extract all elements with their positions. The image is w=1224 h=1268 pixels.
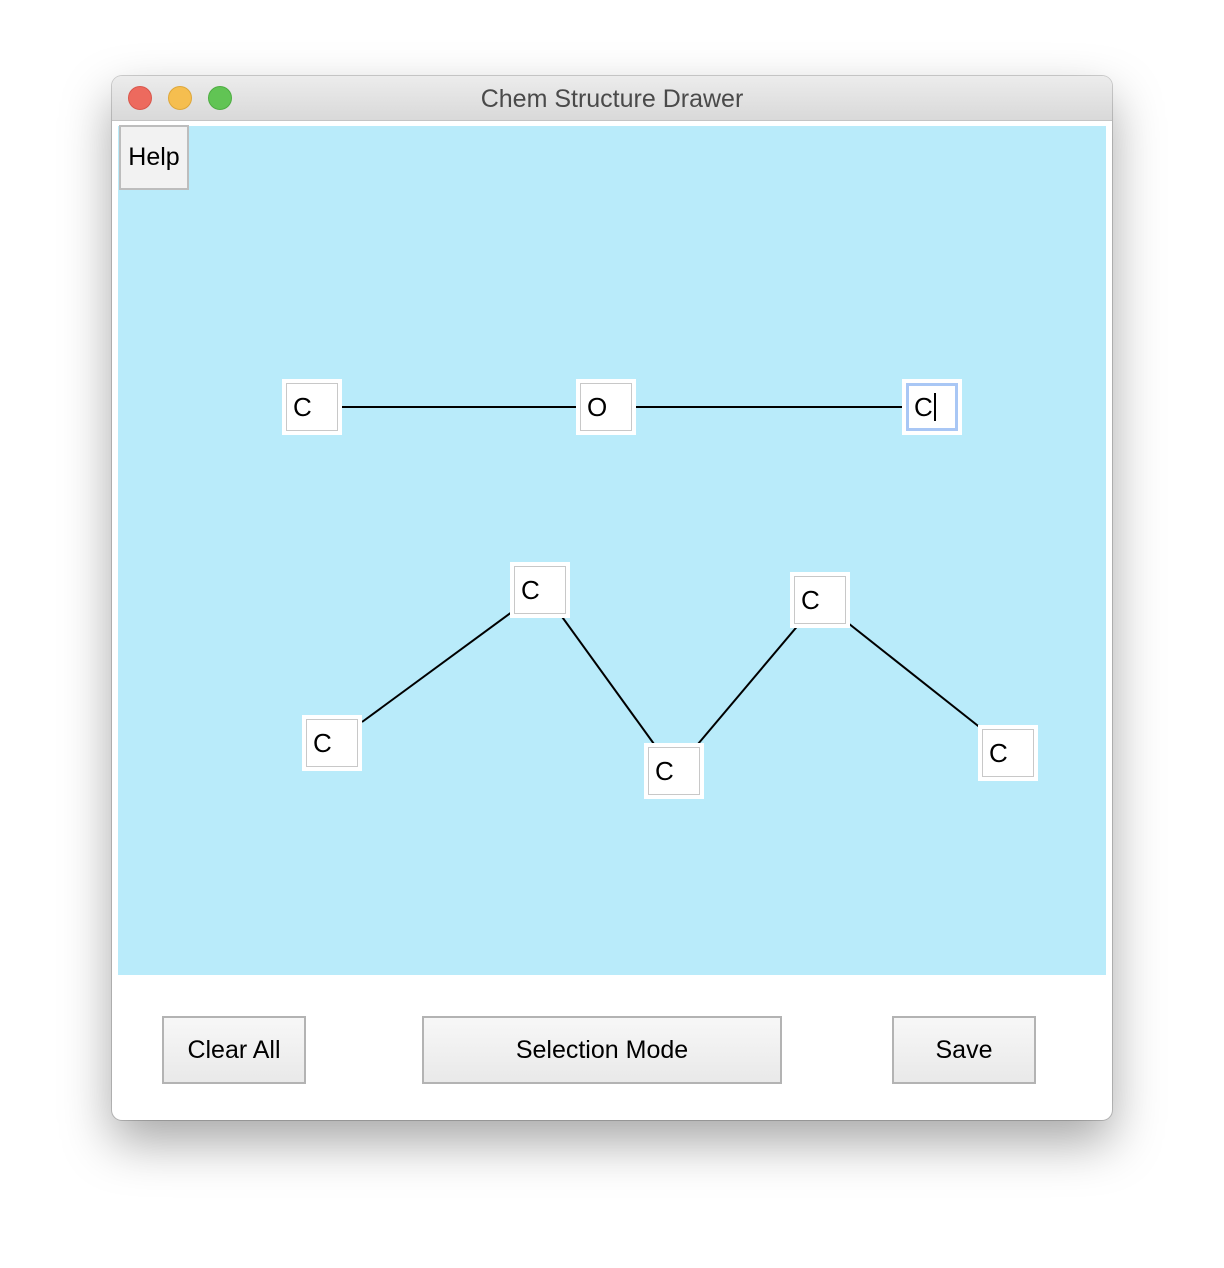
close-window-icon[interactable] (128, 86, 152, 110)
atom-node[interactable]: C (302, 715, 362, 771)
atom-node[interactable]: C (978, 725, 1038, 781)
atom-label: C (914, 391, 933, 422)
atom-label: C (306, 719, 358, 767)
atom-label-input[interactable]: C (906, 383, 958, 431)
window-title: Chem Structure Drawer (480, 85, 744, 113)
minimize-window-icon[interactable] (168, 86, 192, 110)
bond-c7-c8[interactable] (847, 622, 983, 730)
title-bar[interactable]: Chem Structure Drawer (112, 76, 1112, 121)
zoom-window-icon[interactable] (208, 86, 232, 110)
clear-all-button[interactable]: Clear All (162, 1016, 306, 1084)
drawing-canvas[interactable]: Help C O C C C C C C (118, 125, 1106, 975)
atom-node-editing[interactable]: C (902, 379, 962, 435)
atom-label: C (514, 566, 566, 614)
bond-c6-c7[interactable] (697, 622, 801, 745)
atom-node[interactable]: C (510, 562, 570, 618)
atom-node[interactable]: C (790, 572, 850, 628)
app-window: Chem Structure Drawer Help C O C C C C (112, 76, 1112, 1120)
atom-label: C (286, 383, 338, 431)
save-button[interactable]: Save (892, 1016, 1036, 1084)
atom-node[interactable]: O (576, 379, 636, 435)
bond-c5-c6[interactable] (559, 613, 655, 745)
atom-label: C (648, 747, 700, 795)
atom-label: C (982, 729, 1034, 777)
bond-c4-c5[interactable] (361, 608, 517, 723)
atom-node[interactable]: C (644, 743, 704, 799)
atom-label: O (580, 383, 632, 431)
selection-mode-button[interactable]: Selection Mode (422, 1016, 782, 1084)
bond-layer (338, 406, 983, 745)
atom-label: C (794, 576, 846, 624)
text-caret (933, 393, 936, 421)
atom-node[interactable]: C (282, 379, 342, 435)
help-button[interactable]: Help (119, 125, 189, 190)
